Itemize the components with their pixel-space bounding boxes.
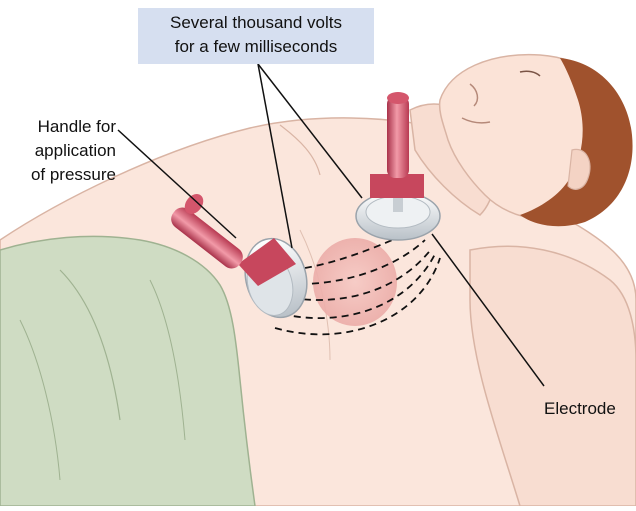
handle-label-line-3: of pressure [0,164,116,186]
handle-label-line-1: Handle for [0,116,116,138]
electrode-label: Electrode [544,398,616,420]
right-handle-rod [387,96,409,178]
handle-label-line-2: application [0,140,116,162]
right-handle-cap [387,92,409,104]
voltage-callout-line-2: for a few milliseconds [138,36,374,58]
voltage-callout-line-1: Several thousand volts [138,12,374,34]
